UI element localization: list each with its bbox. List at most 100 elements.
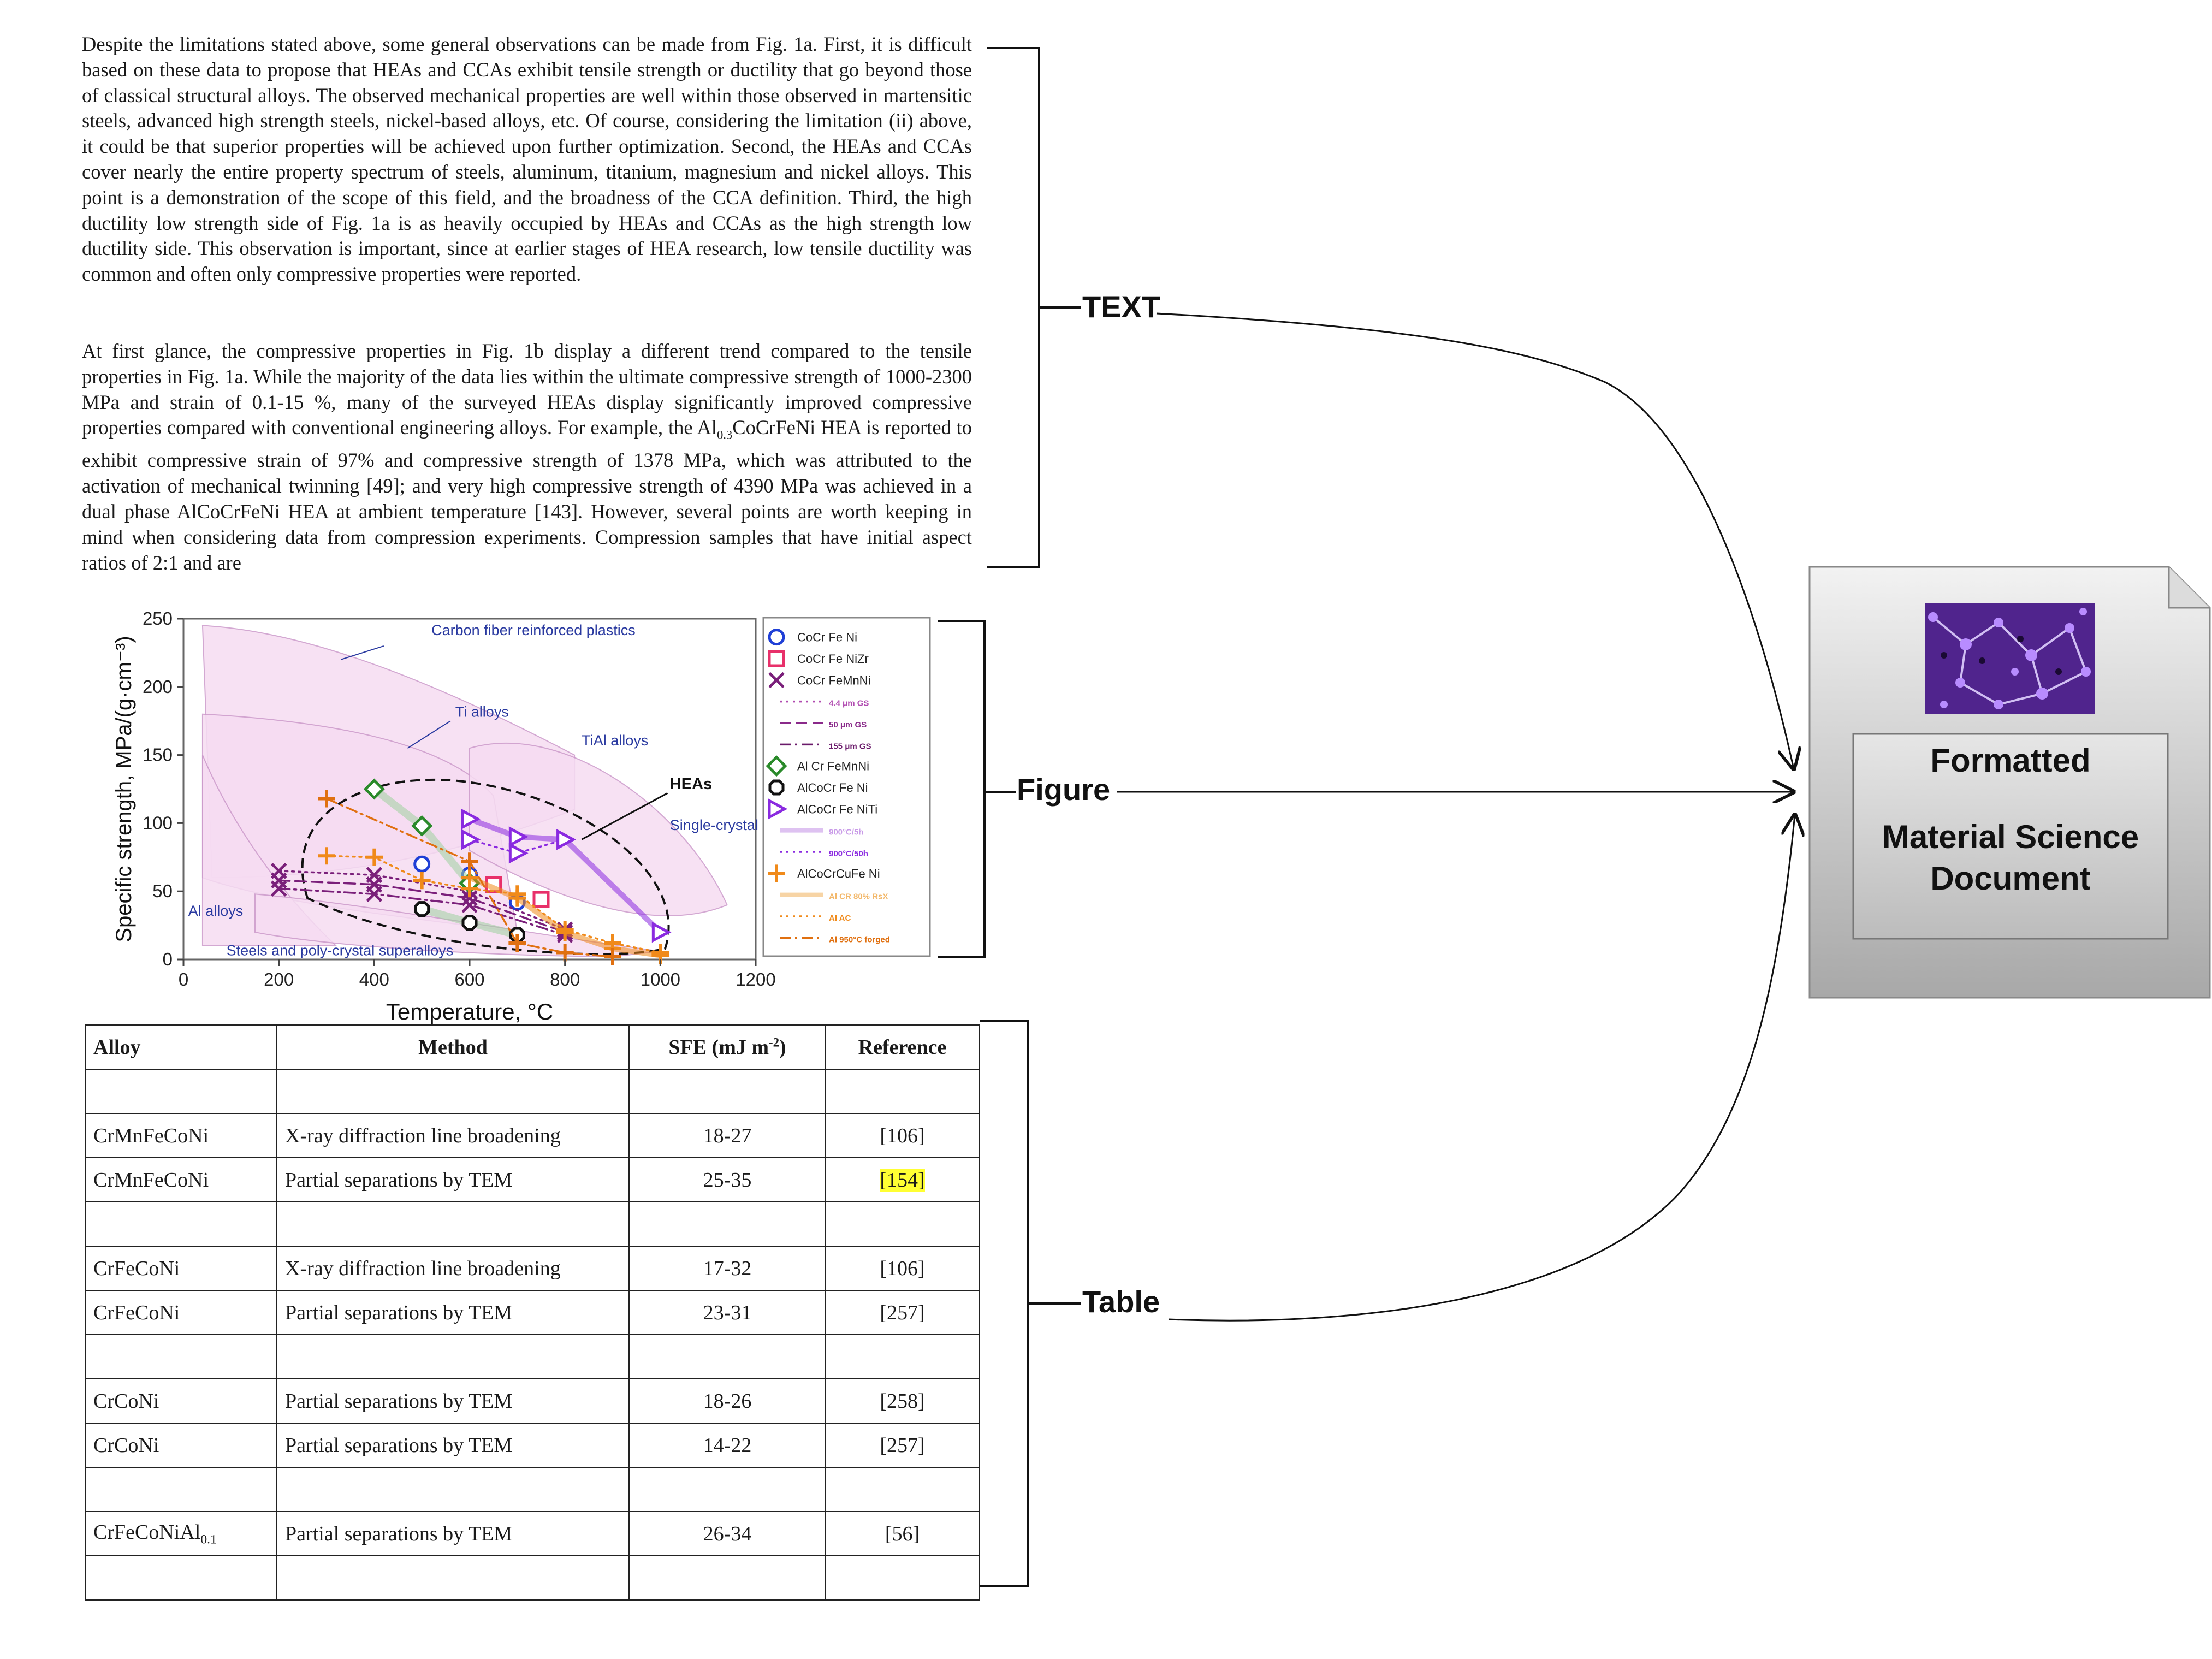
cell-alloy: CrMnFeCoNi — [85, 1113, 277, 1158]
text-paragraph-2-part-2: CoCrFeNi HEA is reported to exhibit comp… — [82, 416, 972, 574]
data-point — [411, 815, 433, 837]
data-point — [270, 880, 287, 897]
text-arrow — [1156, 312, 1794, 769]
table-row — [85, 1555, 980, 1601]
data-point — [651, 921, 672, 943]
cell-sfe: 18-27 — [628, 1113, 826, 1158]
cell-method-text: Partial separations by TEM — [285, 1389, 513, 1413]
text-paragraph-2: At first glance, the compressive propert… — [82, 339, 972, 576]
data-point — [363, 778, 385, 800]
cell-reference: [106] — [825, 1246, 980, 1291]
cell-reference: [257] — [825, 1423, 980, 1468]
text-paragraph-1: Despite the limitations stated above, so… — [82, 33, 972, 286]
cell-reference-text: [56] — [885, 1522, 920, 1545]
cell-alloy — [85, 1069, 277, 1114]
data-point — [508, 843, 529, 864]
cell-reference — [825, 1334, 980, 1379]
cell-sfe: 25-35 — [628, 1157, 826, 1202]
legend-label: 900°C/5h — [829, 828, 864, 837]
region-label-steels: Steels and poly-crystal superalloys — [227, 943, 454, 959]
cell-alloy-text: CrFeCoNiAl — [93, 1520, 201, 1544]
cell-reference: [56] — [825, 1511, 980, 1556]
document-card-title: Formatted Material Science Document — [1853, 740, 2168, 899]
y-tick-label: 100 — [143, 813, 173, 833]
y-tick-label: 0 — [163, 949, 173, 969]
cell-alloy — [85, 1334, 277, 1379]
document-card-line-3: Document — [1930, 860, 2091, 897]
cell-alloy — [85, 1467, 277, 1512]
ti-pointer — [407, 720, 451, 749]
cell-sfe — [628, 1467, 826, 1512]
cell-alloy — [85, 1555, 277, 1601]
region-tial — [469, 743, 728, 916]
cell-alloy-text: CrCoNi — [93, 1389, 159, 1413]
cell-method-text: Partial separations by TEM — [285, 1301, 513, 1324]
cell-reference: [106] — [825, 1113, 980, 1158]
y-tick-label: 250 — [143, 608, 173, 629]
cell-sfe-text: 23-31 — [703, 1301, 752, 1324]
cell-method-text: Partial separations by TEM — [285, 1522, 513, 1545]
cell-method — [276, 1069, 630, 1114]
cell-reference — [825, 1555, 980, 1601]
x-tick-label: 800 — [550, 969, 580, 990]
table-row: CrCoNi Partial separations by TEM 18-26[25… — [85, 1378, 980, 1424]
cell-method-text: Partial separations by TEM — [285, 1433, 513, 1457]
text-paragraph-2-part-1: At first glance, the compressive propert… — [82, 340, 972, 439]
series-line — [325, 855, 662, 954]
y-tick-label: 50 — [152, 881, 173, 901]
x-tick-label: 600 — [454, 969, 484, 990]
data-point — [508, 826, 529, 848]
cell-method: X-ray diffraction line broadening — [276, 1113, 630, 1158]
header-sfe-exponent: -2 — [769, 1035, 779, 1049]
cell-sfe: 23-31 — [628, 1290, 826, 1335]
document-card-line-1: Formatted — [1930, 742, 2091, 779]
legend-label: AlCoCrCuFe Ni — [797, 867, 880, 880]
sfe-table: Alloy Method SFE (mJ m-2) Reference CrMn… — [85, 1024, 980, 1601]
legend-marker — [768, 650, 785, 667]
text-bracket — [987, 47, 1040, 568]
cell-reference-text: [154] — [880, 1168, 925, 1192]
cell-alloy-text: CrCoNi — [93, 1433, 159, 1457]
document-card-line-2: Material Science — [1882, 819, 2139, 855]
cell-reference-text: [257] — [880, 1301, 925, 1324]
legend-marker — [768, 798, 788, 820]
data-point — [413, 872, 431, 890]
cell-reference: [258] — [825, 1378, 980, 1424]
cell-method: Partial separations by TEM — [276, 1157, 630, 1202]
y-tick-label: 150 — [143, 745, 173, 765]
data-point — [532, 891, 550, 908]
header-reference: Reference — [825, 1024, 980, 1070]
label-text: TEXT — [1082, 289, 1161, 324]
legend-label: CoCr Fe Ni — [797, 631, 857, 644]
data-point — [365, 848, 383, 866]
legend-marker — [768, 629, 785, 646]
legend-marker — [768, 864, 785, 882]
cell-alloy: CrMnFeCoNi — [85, 1157, 277, 1202]
label-table: Table — [1082, 1284, 1160, 1319]
cell-sfe-text: 17-32 — [703, 1257, 752, 1280]
x-tick-label: 1000 — [641, 969, 680, 990]
data-point — [461, 915, 478, 931]
x-tick-label: 200 — [264, 969, 294, 990]
x-tick-label: 400 — [359, 969, 389, 990]
data-point — [414, 901, 430, 917]
table-row — [85, 1334, 980, 1379]
cell-method: X-ray diffraction line broadening — [276, 1246, 630, 1291]
x-axis-title: Temperature, °C — [386, 999, 553, 1024]
data-point — [318, 790, 335, 808]
hea-envelope — [301, 778, 670, 956]
legend-label: Al AC — [829, 914, 851, 923]
cell-reference: [154] — [825, 1157, 980, 1202]
data-point — [604, 948, 621, 966]
cell-sfe: 18-26 — [628, 1378, 826, 1424]
data-point — [556, 944, 574, 962]
crystal-lattice-icon — [1925, 603, 2095, 714]
document-card-gap — [1853, 781, 2168, 816]
data-point — [461, 829, 481, 850]
cell-alloy: CrFeCoNiAl0.1 — [85, 1511, 277, 1556]
text-paragraph-2-subscript: 0.3 — [716, 428, 733, 442]
